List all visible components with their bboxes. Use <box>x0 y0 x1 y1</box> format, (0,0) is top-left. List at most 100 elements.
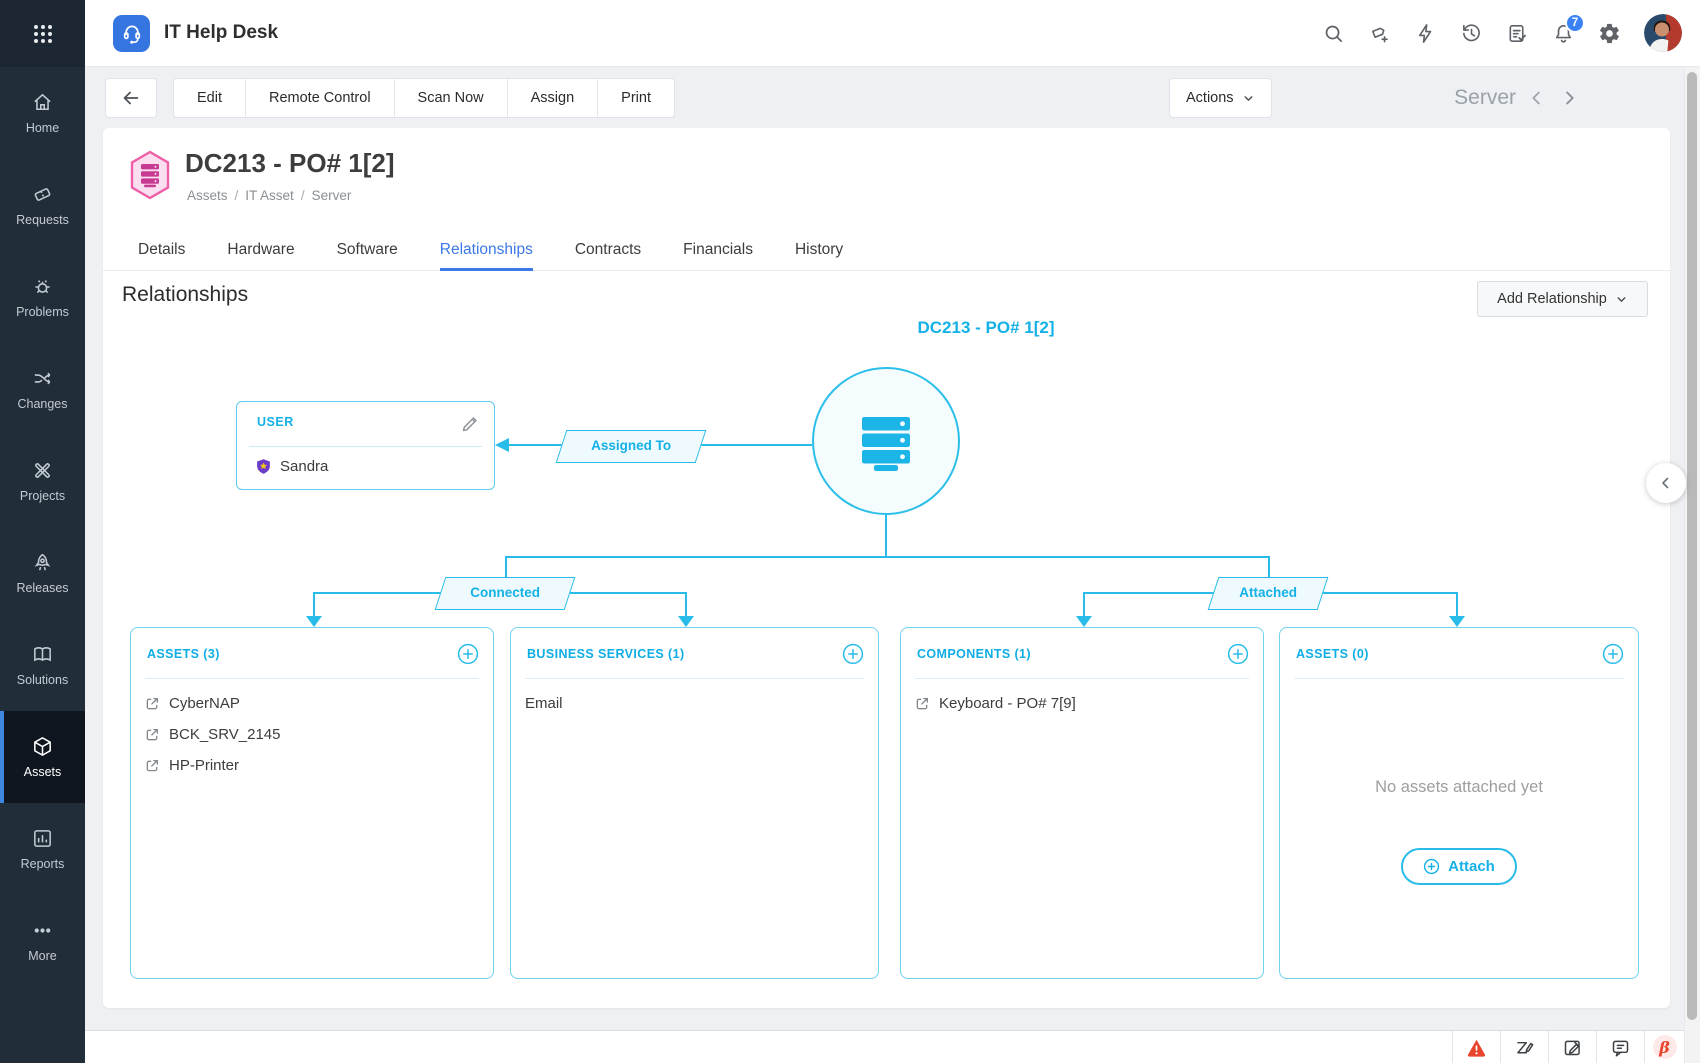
tab-financials[interactable]: Financials <box>683 241 753 258</box>
sidebar-item-label: Assets <box>23 765 62 779</box>
connected-left-drop <box>313 592 315 617</box>
quick-actions-bolt-icon[interactable] <box>1414 22 1437 45</box>
scan-now-button[interactable]: Scan Now <box>395 79 508 117</box>
print-button[interactable]: Print <box>621 90 651 106</box>
assign-button[interactable]: Assign <box>508 79 599 117</box>
server-asset-hexagon-icon <box>130 150 170 200</box>
add-relationship-button[interactable]: Add Relationship <box>1477 281 1648 317</box>
breadcrumb-server[interactable]: Server <box>311 188 352 203</box>
sidebar-item-home[interactable]: Home <box>0 67 85 159</box>
app-logo[interactable] <box>113 14 150 52</box>
panel-title: BUSINESS SERVICES (1) <box>527 647 685 661</box>
search-icon[interactable] <box>1322 22 1345 45</box>
assigned-user-name: Sandra <box>280 458 329 475</box>
back-button[interactable] <box>105 78 157 118</box>
tasks-feedback-icon[interactable] <box>1506 22 1529 45</box>
user-relationship-box: USER Sandra <box>236 401 495 490</box>
add-plus-icon[interactable] <box>1602 643 1624 665</box>
section-heading: Relationships <box>122 283 249 306</box>
asset-link-item[interactable]: CyberNAP <box>145 688 479 719</box>
business-service-label: Email <box>525 695 563 712</box>
sidebar-item-releases[interactable]: Releases <box>0 527 85 619</box>
asset-link-item[interactable]: HP-Printer <box>145 750 479 781</box>
edge-label-connected: Connected <box>434 577 576 610</box>
attached-drop-line <box>1268 556 1270 578</box>
assigned-user-row[interactable]: Sandra <box>255 458 328 475</box>
sidebar-item-reports[interactable]: Reports <box>0 803 85 895</box>
panel-connected-assets: ASSETS (3) CyberNAP BCK_SRV_2145 <box>130 627 494 979</box>
attached-left-drop <box>1083 592 1085 617</box>
sidebar-item-solutions[interactable]: Solutions <box>0 619 85 711</box>
sidebar-item-projects[interactable]: Projects <box>0 435 85 527</box>
user-avatar[interactable] <box>1644 14 1682 52</box>
alerts-button[interactable] <box>1452 1031 1500 1063</box>
notifications-button[interactable]: 7 <box>1552 12 1585 45</box>
sidebar: Home Requests Problems Changes Proj <box>0 0 85 1063</box>
tab-software[interactable]: Software <box>336 241 398 258</box>
sidebar-item-requests[interactable]: Requests <box>0 159 85 251</box>
tab-details[interactable]: Details <box>138 241 186 258</box>
zia-icon <box>1517 1041 1534 1053</box>
asset-link-item[interactable]: BCK_SRV_2145 <box>145 719 479 750</box>
actions-label: Actions <box>1186 90 1234 106</box>
actions-dropdown-button[interactable]: Actions <box>1169 78 1272 118</box>
bug-icon <box>35 280 50 294</box>
sidebar-item-problems[interactable]: Problems <box>0 251 85 343</box>
edit-button[interactable]: Edit <box>174 79 246 117</box>
panel-attached-assets: ASSETS (0) No assets attached yet Attach <box>1279 627 1639 979</box>
new-request-icon[interactable] <box>1368 22 1391 45</box>
external-link-icon <box>916 697 929 710</box>
chat-bubble-icon <box>1612 1040 1629 1057</box>
diagram-node-title: DC213 - PO# 1[2] <box>917 318 1055 337</box>
attach-button[interactable]: Attach <box>1401 848 1517 885</box>
remote-control-button[interactable]: Remote Control <box>246 79 395 117</box>
sidebar-item-label: Changes <box>17 397 68 411</box>
chevron-down-icon <box>1617 296 1626 302</box>
sidebar-item-label: Solutions <box>16 673 69 687</box>
business-service-item[interactable]: Email <box>525 688 864 719</box>
sidebar-item-label: More <box>28 949 57 963</box>
feedback-compose-button[interactable] <box>1548 1031 1596 1063</box>
breadcrumb-assets[interactable]: Assets <box>187 188 228 203</box>
sidebar-item-label: Requests <box>16 213 69 227</box>
component-link-label: Keyboard - PO# 7[9] <box>939 695 1076 712</box>
history-icon[interactable] <box>1460 22 1483 45</box>
previous-record-icon[interactable] <box>1526 87 1548 109</box>
asset-link-label: HP-Printer <box>169 757 240 774</box>
assigned-to-text: Assigned To <box>591 438 672 453</box>
app-launcher-button[interactable] <box>0 0 85 67</box>
external-link-icon <box>146 728 159 741</box>
warning-triangle-icon <box>1467 1039 1486 1057</box>
component-link-item[interactable]: Keyboard - PO# 7[9] <box>915 688 1249 719</box>
tab-relationships[interactable]: Relationships <box>439 232 533 271</box>
tab-contracts[interactable]: Contracts <box>574 241 642 258</box>
rocket-icon <box>34 553 51 571</box>
beta-indicator[interactable]: β <box>1644 1031 1684 1063</box>
add-plus-icon[interactable] <box>457 643 479 665</box>
chat-button[interactable] <box>1596 1031 1644 1063</box>
collapse-panel-handle[interactable] <box>1646 463 1686 503</box>
sidebar-item-changes[interactable]: Changes <box>0 343 85 435</box>
center-drop-line <box>885 514 887 557</box>
breadcrumb-it-asset[interactable]: IT Asset <box>245 188 294 203</box>
sidebar-item-label: Home <box>25 121 60 135</box>
down-arrowhead <box>678 616 694 627</box>
scrollbar-thumb[interactable] <box>1687 72 1697 1020</box>
sidebar-item-label: Releases <box>16 581 69 595</box>
gear-icon[interactable] <box>1598 22 1621 45</box>
connected-right-drop <box>685 592 687 617</box>
tab-history[interactable]: History <box>794 241 844 258</box>
app-grid-icon <box>33 24 52 43</box>
zia-assistant-button[interactable] <box>1500 1031 1548 1063</box>
add-plus-icon[interactable] <box>842 643 864 665</box>
add-plus-icon[interactable] <box>1227 643 1249 665</box>
panel-title: ASSETS (3) <box>147 647 220 661</box>
sidebar-item-assets[interactable]: Assets <box>0 711 85 803</box>
sidebar-item-more[interactable]: More <box>0 895 85 987</box>
tab-hardware[interactable]: Hardware <box>227 241 295 258</box>
shuffle-icon <box>34 372 51 385</box>
external-link-icon <box>146 697 159 710</box>
next-record-icon[interactable] <box>1558 87 1580 109</box>
edit-pencil-icon[interactable] <box>460 414 480 434</box>
